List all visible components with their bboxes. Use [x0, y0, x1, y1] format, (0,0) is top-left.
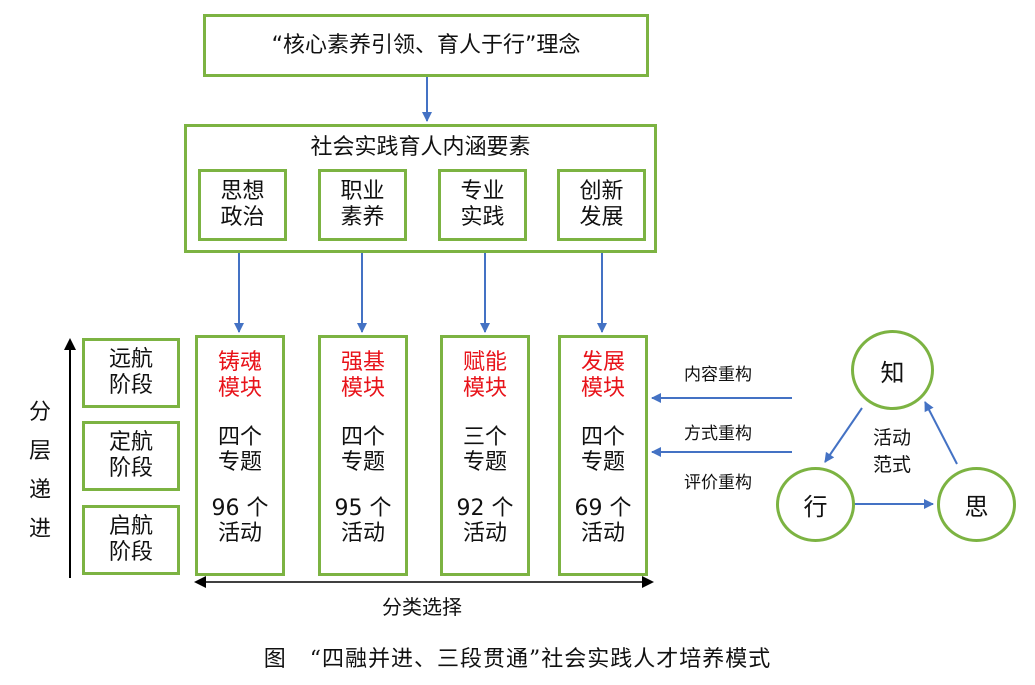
module-activity: 活动	[217, 521, 262, 546]
stage-launch: 启航 阶段	[82, 505, 180, 575]
element-line: 专业	[460, 179, 505, 204]
element-major-practice: 专业 实践	[438, 169, 527, 241]
module-activity: 活动	[340, 521, 385, 546]
module-topic: 专题	[340, 450, 385, 475]
module-topic: 四个	[340, 425, 385, 450]
element-line: 发展	[579, 205, 624, 230]
activity-paradigm-label: 活动 范式	[866, 425, 918, 479]
node-know-label: 知	[880, 358, 905, 387]
element-ideology-politics: 思想 政治	[198, 169, 287, 241]
arrow-know-to-act	[824, 407, 863, 463]
layered-label-2: 层	[29, 439, 52, 464]
stage-line: 远航	[108, 347, 153, 372]
element-line: 政治	[220, 205, 265, 230]
module-topic: 专题	[217, 450, 262, 475]
element-professional-literacy: 职业 素养	[318, 169, 407, 241]
module-development: 发展 模块 四个 专题 69 个 活动	[558, 335, 648, 576]
module-name: 模块	[462, 376, 507, 401]
module-soul: 铸魂 模块 四个 专题 96 个 活动	[195, 335, 285, 576]
element-line: 创新	[579, 179, 624, 204]
element-line: 职业	[340, 179, 385, 204]
module-topic: 四个	[580, 425, 625, 450]
module-name: 赋能	[462, 350, 507, 375]
element-line: 实践	[460, 205, 505, 230]
module-empower: 赋能 模块 三个 专题 92 个 活动	[440, 335, 530, 576]
stage-voyage: 远航 阶段	[82, 338, 180, 408]
module-name: 模块	[340, 376, 385, 401]
node-act-label: 行	[803, 493, 828, 521]
figure-caption: 图 “四融并进、三段贯通”社会实践人才培养模式	[263, 647, 772, 672]
activity-paradigm-line: 活动	[872, 427, 911, 449]
stage-line: 阶段	[108, 373, 153, 398]
module-name: 铸魂	[217, 350, 262, 375]
module-name: 模块	[217, 376, 262, 401]
element-line: 素养	[340, 205, 385, 230]
layered-label-4: 进	[29, 517, 52, 542]
node-think-label: 思	[964, 493, 989, 521]
layered-label-3: 递	[29, 478, 52, 503]
activity-paradigm-line: 范式	[872, 454, 911, 476]
module-activity: 活动	[462, 521, 507, 546]
stage-steady: 定航 阶段	[82, 421, 180, 491]
module-name: 模块	[580, 376, 625, 401]
module-activity: 96 个	[211, 496, 269, 521]
node-think: 思	[937, 467, 1016, 542]
element-line: 思想	[220, 179, 265, 204]
node-act: 行	[776, 467, 855, 542]
module-activity: 92 个	[456, 496, 514, 521]
module-activity: 活动	[580, 521, 625, 546]
element-innovation-development: 创新 发展	[557, 169, 646, 241]
module-foundation: 强基 模块 四个 专题 95 个 活动	[318, 335, 408, 576]
module-activity: 69 个	[574, 496, 632, 521]
module-activity: 95 个	[334, 496, 392, 521]
method-reconstruct-label: 方式重构	[684, 424, 752, 444]
arrow-think-to-know	[924, 401, 958, 465]
node-know: 知	[851, 330, 934, 410]
concept-box: “核心素养引领、育人于行”理念	[203, 14, 649, 77]
content-reconstruct-label: 内容重构	[684, 365, 752, 385]
module-name: 强基	[340, 350, 385, 375]
evaluation-reconstruct-label: 评价重构	[684, 473, 752, 493]
concept-text: “核心素养引领、育人于行”理念	[271, 32, 581, 58]
elements-title: 社会实践育人内涵要素	[310, 135, 531, 160]
stage-line: 阶段	[108, 540, 153, 565]
module-name: 发展	[580, 350, 625, 375]
stage-line: 定航	[108, 430, 153, 455]
classified-selection-label: 分类选择	[382, 595, 462, 619]
module-topic: 四个	[217, 425, 262, 450]
module-topic: 专题	[462, 450, 507, 475]
stage-line: 启航	[108, 514, 153, 539]
module-topic: 专题	[580, 450, 625, 475]
module-topic: 三个	[462, 425, 507, 450]
layered-label-1: 分	[29, 400, 52, 425]
stage-line: 阶段	[108, 456, 153, 481]
